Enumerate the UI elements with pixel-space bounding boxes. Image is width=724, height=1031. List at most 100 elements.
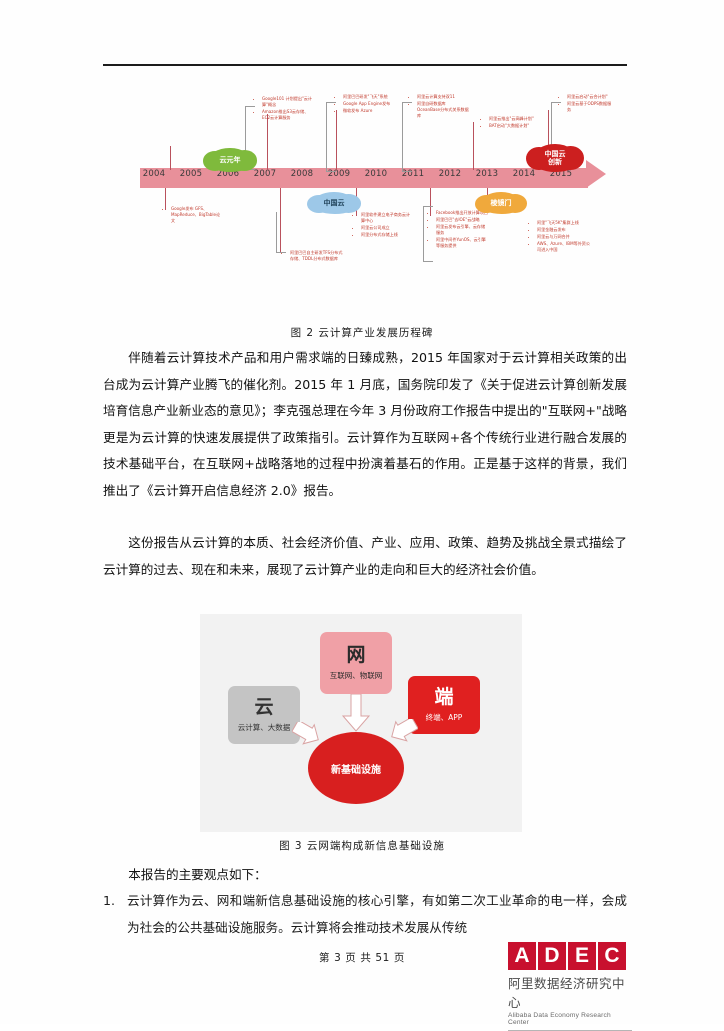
box-title: 云 xyxy=(254,696,274,719)
timeline-note-2011: 阿里云计算支持双11 阿里自研数据库 OceanBase分布式关系数据库 xyxy=(412,94,470,120)
timeline-tick xyxy=(548,110,549,170)
timeline-note-2009: 阿里巴巴研发"飞天"系统 Google App Engine发布 微软发布 Az… xyxy=(338,94,396,115)
note-item: 阿里云公司成立 xyxy=(361,225,414,231)
arrow-right-down-icon xyxy=(292,722,319,745)
timeline-bracket xyxy=(402,102,412,172)
arrow-down-icon xyxy=(341,694,371,732)
note-item: 阿里中间件YunOS、云引擎等服务提供 xyxy=(436,237,489,249)
timeline-bracket xyxy=(423,206,433,262)
adec-logo-english-name: Alibaba Data Economy Research Center xyxy=(508,1012,611,1026)
figure-3-diagram: 云 云计算、大数据 网 互联网、物联网 端 终端、APP 新基础设施 xyxy=(200,614,522,832)
timeline-note-2015: 阿里云启动"云合计划" 阿里云基于ODPS数据服务 xyxy=(562,94,614,114)
timeline-bracket xyxy=(326,102,336,172)
note-item: 阿里云计算支持双11 xyxy=(417,94,470,100)
note-item: 阿里云基于ODPS数据服务 xyxy=(567,101,614,113)
timeline-year: 2011 xyxy=(401,169,425,179)
timeline-year: 2014 xyxy=(512,169,536,179)
note-item: 阿里巴巴自主研发TFS分布式存储、TDDL分布式数据库 xyxy=(290,250,343,262)
timeline-note-2014: 阿里"飞天5K"集群上线 阿里金融云发布 阿里云与万网合并 AWS、Azure、… xyxy=(532,220,592,254)
arrow-left-down-icon xyxy=(391,719,418,742)
adec-logo-letters: A D E C xyxy=(508,942,632,970)
timeline-cloud-badge-red: 中国云 创新 xyxy=(526,144,584,172)
list-item-text: 云计算作为云、网和端新信息基础设施的核心引擎，有如第二次工业革命的电一样，会成为… xyxy=(127,893,627,935)
diagram-center-node: 新基础设施 xyxy=(308,732,404,804)
note-item: 阿里巴巴研发"飞天"系统 xyxy=(343,94,396,100)
note-item: Amazon推出S3云存储、EC2云计算服务 xyxy=(262,109,315,121)
timeline-tick xyxy=(430,188,431,216)
figure-2-timeline: 2004 2005 2006 2007 2008 2009 2010 2011 … xyxy=(140,88,611,313)
timeline-bracket xyxy=(276,212,286,253)
note-item: Google发布 GFS、MapReduce、BigTable论文 xyxy=(171,206,224,224)
timeline-note-2007: 阿里巴巴自主研发TFS分布式存储、TDDL分布式数据库 xyxy=(285,250,343,263)
lead-in-text: 本报告的主要观点如下： xyxy=(103,862,627,889)
timeline-tick xyxy=(267,114,268,170)
note-item: 阿里软件建立电子商务云计算中心 xyxy=(361,212,414,224)
box-subtitle: 云计算、大数据 xyxy=(237,722,291,732)
note-item: AWS、Azure、IBM等外资公司进入中国 xyxy=(537,241,592,253)
diagram-box-network: 网 互联网、物联网 xyxy=(320,632,392,694)
box-subtitle: 互联网、物联网 xyxy=(329,670,383,680)
paragraph-text: 本报告的主要观点如下： xyxy=(128,867,267,882)
adec-letter: D xyxy=(538,942,566,970)
timeline-axis xyxy=(140,168,588,188)
adec-logo-chinese-name: 阿里数据经济研究中心 xyxy=(508,976,626,1010)
note-item: 阿里自研数据库 OceanBase分布式关系数据库 xyxy=(417,101,470,119)
note-item: BAT启动"大数据计划" xyxy=(489,123,542,129)
timeline-cloud-badge-blue: 中国云 xyxy=(306,192,362,214)
timeline-arrow-head xyxy=(586,160,606,188)
timeline-tick xyxy=(280,188,281,253)
main-points-list: 1. 云计算作为云、网和端新信息基础设施的核心引擎，有如第二次工业革命的电一样，… xyxy=(103,888,627,941)
timeline-year: 2010 xyxy=(364,169,388,179)
adec-letter: C xyxy=(598,942,626,970)
timeline-year: 2007 xyxy=(253,169,277,179)
adec-letter: A xyxy=(508,942,536,970)
page-number-footer: 第 3 页 共 51 页 xyxy=(319,952,405,964)
timeline-note-2004: Google发布 GFS、MapReduce、BigTable论文 xyxy=(166,206,224,225)
body-paragraph-2: 这份报告从云计算的本质、社会经济价值、产业、应用、政策、趋势及挑战全景式描绘了云… xyxy=(103,530,627,583)
note-item: 阿里云启动"云合计划" xyxy=(567,94,614,100)
adec-logo: A D E C 阿里数据经济研究中心 Alibaba Data Economy … xyxy=(508,942,632,1031)
figure-3-caption: 图 3 云网端构成新信息基础设施 xyxy=(279,840,445,852)
paragraph-text: 这份报告从云计算的本质、社会经济价值、产业、应用、政策、趋势及挑战全景式描绘了云… xyxy=(103,535,627,577)
timeline-year: 2013 xyxy=(475,169,499,179)
note-item: 微软发布 Azure xyxy=(343,108,396,114)
timeline-note-2009-bottom: 阿里软件建立电子商务云计算中心 阿里云公司成立 阿里分布式存储上线 xyxy=(356,212,414,239)
diagram-box-endpoint: 端 终端、APP xyxy=(408,676,480,734)
timeline-year: 2004 xyxy=(142,169,166,179)
timeline-cloud-badge-orange: 棱镜门 xyxy=(474,192,528,214)
diagram-box-cloud: 云 云计算、大数据 xyxy=(228,686,300,744)
figure-2-caption: 图 2 云计算产业发展历程碑 xyxy=(290,327,434,339)
note-item: Google App Engine发布 xyxy=(343,101,396,107)
cloud-label: 棱镜门 xyxy=(490,198,512,207)
box-subtitle: 终端、APP xyxy=(425,712,463,722)
note-item: 阿里"飞天5K"集群上线 xyxy=(537,220,592,226)
note-item: 阿里云发布云引擎、云存储服务 xyxy=(436,224,489,236)
timeline-note-2012: Facebook推出开放计算项目 阿里巴巴"去IOE"云战略 阿里云发布云引擎、… xyxy=(431,210,489,250)
paragraph-text: 伴随着云计算技术产品和用户需求端的日臻成熟，2015 年国家对于云计算相关政策的… xyxy=(103,350,627,498)
body-paragraph-1: 伴随着云计算技术产品和用户需求端的日臻成熟，2015 年国家对于云计算相关政策的… xyxy=(103,345,627,504)
timeline-year: 2006 xyxy=(216,169,240,179)
note-item: 阿里金融云发布 xyxy=(537,227,592,233)
timeline-tick xyxy=(165,188,166,210)
timeline-note-2013: 阿里云推出"云高峰计划" BAT启动"大数据计划" xyxy=(484,116,542,130)
note-item: Facebook推出开放计算项目 xyxy=(436,210,489,216)
timeline-tick xyxy=(170,146,171,170)
note-item: 阿里云推出"云高峰计划" xyxy=(489,116,542,122)
timeline-note-2006: Google101 计划提出"云计算"概念 Amazon推出S3云存储、EC2云… xyxy=(257,96,315,122)
note-item: 阿里巴巴"去IOE"云战略 xyxy=(436,217,489,223)
timeline-year: 2015 xyxy=(549,169,573,179)
cloud-label: 中国云 创新 xyxy=(544,149,566,166)
note-item: 阿里分布式存储上线 xyxy=(361,232,414,238)
adec-letter: E xyxy=(568,942,596,970)
cloud-label: 中国云 xyxy=(323,198,345,207)
header-rule xyxy=(103,64,627,66)
box-title: 端 xyxy=(434,686,454,709)
list-item-number: 1. xyxy=(103,893,116,908)
note-item: 阿里云与万网合并 xyxy=(537,234,592,240)
timeline-year: 2008 xyxy=(290,169,314,179)
note-item: Google101 计划提出"云计算"概念 xyxy=(262,96,315,108)
timeline-year: 2009 xyxy=(327,169,351,179)
timeline-cloud-badge-green: 云元年 xyxy=(202,148,258,172)
list-item: 1. 云计算作为云、网和端新信息基础设施的核心引擎，有如第二次工业革命的电一样，… xyxy=(103,888,627,941)
